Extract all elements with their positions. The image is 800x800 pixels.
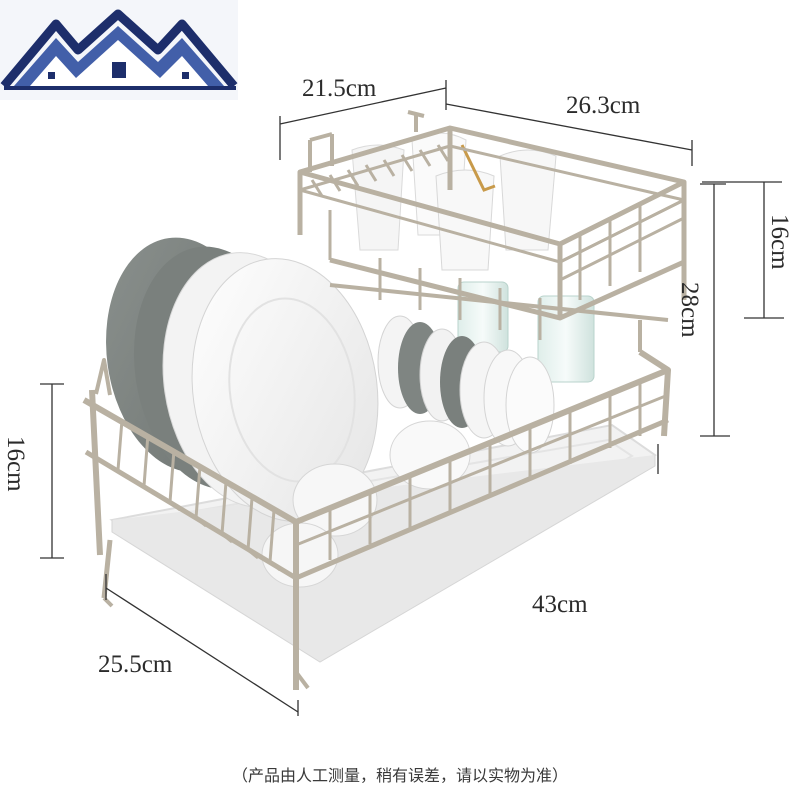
plates [106, 237, 555, 588]
label-total-height: 28cm [676, 282, 703, 338]
label-bottom-height: 16cm [2, 436, 29, 492]
measurement-note: （产品由人工测量，稍有误差，请以实物为准） [231, 766, 568, 785]
label-top-width: 21.5cm [302, 75, 377, 102]
brand-logo [0, 0, 238, 100]
label-top-height: 16cm [766, 214, 793, 270]
label-top-depth: 26.3cm [566, 92, 641, 119]
label-bottom-length: 43cm [532, 591, 588, 618]
lower-basket [82, 283, 671, 690]
upper-basket [297, 110, 687, 340]
label-bottom-depth: 25.5cm [98, 651, 173, 678]
dimension-lines [40, 80, 784, 716]
